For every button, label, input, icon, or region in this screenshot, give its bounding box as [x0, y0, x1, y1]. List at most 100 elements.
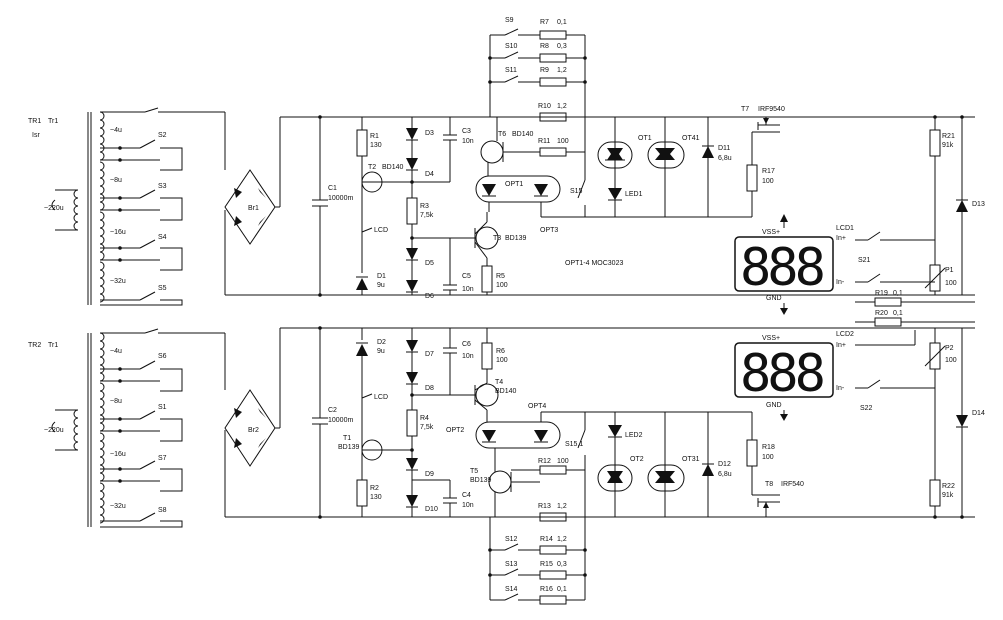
r4-value: 7,5k: [420, 424, 434, 431]
t5-value: BD139: [470, 477, 492, 484]
tr2-switch-4: S8: [158, 507, 167, 514]
tr2-tap-4: ~32u: [110, 503, 126, 510]
t1-value: BD139: [338, 444, 360, 451]
tr1-tap-4: ~32u: [110, 278, 126, 285]
d12-name: D12: [718, 461, 731, 468]
r1-name: R1: [370, 133, 379, 140]
r20-value: 0,1: [893, 310, 903, 317]
transformer-1: TR1 Tr1 Isr ~220u ~4u ~8u ~16u ~32u: [28, 107, 226, 306]
r4-name: R4: [420, 415, 429, 422]
r16-name: R16: [540, 586, 553, 593]
c4-value: 10n: [462, 502, 474, 509]
p2-value: 100: [945, 357, 957, 364]
t6-value: BD140: [512, 131, 534, 138]
bridge-rectifier-2: Br2: [224, 385, 281, 467]
r21-value: 91k: [942, 142, 954, 149]
s15-label: S15: [570, 188, 583, 195]
r11-name: R11: [538, 138, 550, 145]
top-shunt-bank: S9 R7 0,1 S10 R8 0,3 S11 R9 1,2 R10: [488, 17, 587, 122]
meter-top-in-plus: In+: [836, 235, 846, 242]
t8-name: T8: [765, 481, 773, 488]
ot31-label: OT31: [682, 456, 700, 463]
meter-bottom-in-plus: In+: [836, 342, 846, 349]
meter-display-top: 888 VSS+ GND In+ In-: [734, 214, 846, 315]
t3-value: BD139: [505, 235, 527, 242]
d11-name: D11: [718, 145, 730, 152]
r3-name: R3: [420, 203, 429, 210]
s11-label: S11: [505, 67, 517, 74]
opt2-label: OPT2: [446, 427, 464, 434]
r7-name: R7: [540, 19, 549, 26]
bottom-regulator: C2 10000m D2 9u LCD T1 BD139 R2 130 D: [312, 310, 985, 605]
r10-name: R10: [538, 103, 551, 110]
r2-name: R2: [370, 485, 379, 492]
d11-value: 6,8u: [718, 155, 732, 162]
meter-top-vss: VSS+: [762, 229, 780, 236]
d2-value: 9u: [377, 348, 385, 355]
s15-1-label: S15.1: [565, 441, 583, 448]
r13-value: 1,2: [557, 503, 567, 510]
bottom-rails: [224, 327, 975, 518]
top-rails: [224, 116, 975, 296]
tr2-switch-3: S7: [158, 455, 167, 462]
c2-value: 10000m: [328, 417, 353, 424]
c6-value: 10n: [462, 353, 474, 360]
d7-label: D7: [425, 351, 434, 358]
r2-value: 130: [370, 494, 382, 501]
r18-name: R18: [762, 444, 775, 451]
s13-label: S13: [505, 561, 518, 568]
lcd1-label: LCD1: [836, 225, 854, 232]
t2-name: T2: [368, 164, 376, 171]
s21-label: S21: [858, 257, 871, 264]
meter-bottom-in-minus: In-: [836, 385, 845, 392]
tr2-tap-2: ~8u: [110, 398, 122, 405]
t7-name: T7: [741, 106, 749, 113]
tr1-name: Tr1: [48, 118, 58, 125]
r12-value: 100: [557, 458, 569, 465]
p1-name: P1: [945, 267, 954, 274]
r17-name: R17: [762, 168, 775, 175]
tr1-ref: TR1: [28, 118, 41, 125]
meter-bottom-vss: VSS+: [762, 335, 780, 342]
t8-value: IRF540: [781, 481, 804, 488]
r14-name: R14: [540, 536, 553, 543]
r5-value: 100: [496, 282, 508, 289]
r15-value: 0,3: [557, 561, 567, 568]
r17-value: 100: [762, 178, 774, 185]
tr2-tap-1: ~4u: [110, 348, 122, 355]
c2-name: C2: [328, 407, 337, 414]
t7-value: IRF9540: [758, 106, 785, 113]
d12-value: 6,8u: [718, 471, 732, 478]
t5-name: T5: [470, 468, 478, 475]
meter-top-digits: 888: [740, 238, 823, 298]
tr1-tap-2: ~8u: [110, 177, 122, 184]
d10-label: D10: [425, 506, 438, 513]
tr1-switch-2: S3: [158, 183, 167, 190]
r22-value: 91k: [942, 492, 954, 499]
c5-name: C5: [462, 273, 471, 280]
tr1-switch-1: S2: [158, 132, 167, 139]
meter-top-in-minus: In-: [836, 279, 845, 286]
shunt-row-4: S12 R14 1,2: [490, 536, 585, 555]
opt4-label: OPT4: [528, 403, 546, 410]
c5-value: 10n: [462, 286, 474, 293]
tr1-switch-3: S4: [158, 234, 167, 241]
r11-value: 100: [557, 138, 569, 145]
r14-value: 1,2: [557, 536, 567, 543]
c4-name: C4: [462, 492, 471, 499]
d9-label: D9: [425, 471, 434, 478]
shunt-row-1: S9 R7 0,1: [490, 17, 585, 40]
meter-bottom-digits: 888: [740, 344, 823, 404]
tr2-ref: TR2: [28, 342, 41, 349]
r15-name: R15: [540, 561, 553, 568]
d3-label: D3: [425, 130, 434, 137]
tr2-switch-2: S1: [158, 404, 167, 411]
r22-name: R22: [942, 483, 955, 490]
c3-name: C3: [462, 128, 471, 135]
s12-label: S12: [505, 536, 518, 543]
c6-name: C6: [462, 341, 471, 348]
ot2-label: OT2: [630, 456, 644, 463]
d6-label: D6: [425, 293, 434, 300]
ot1-label: OT1: [638, 135, 652, 142]
